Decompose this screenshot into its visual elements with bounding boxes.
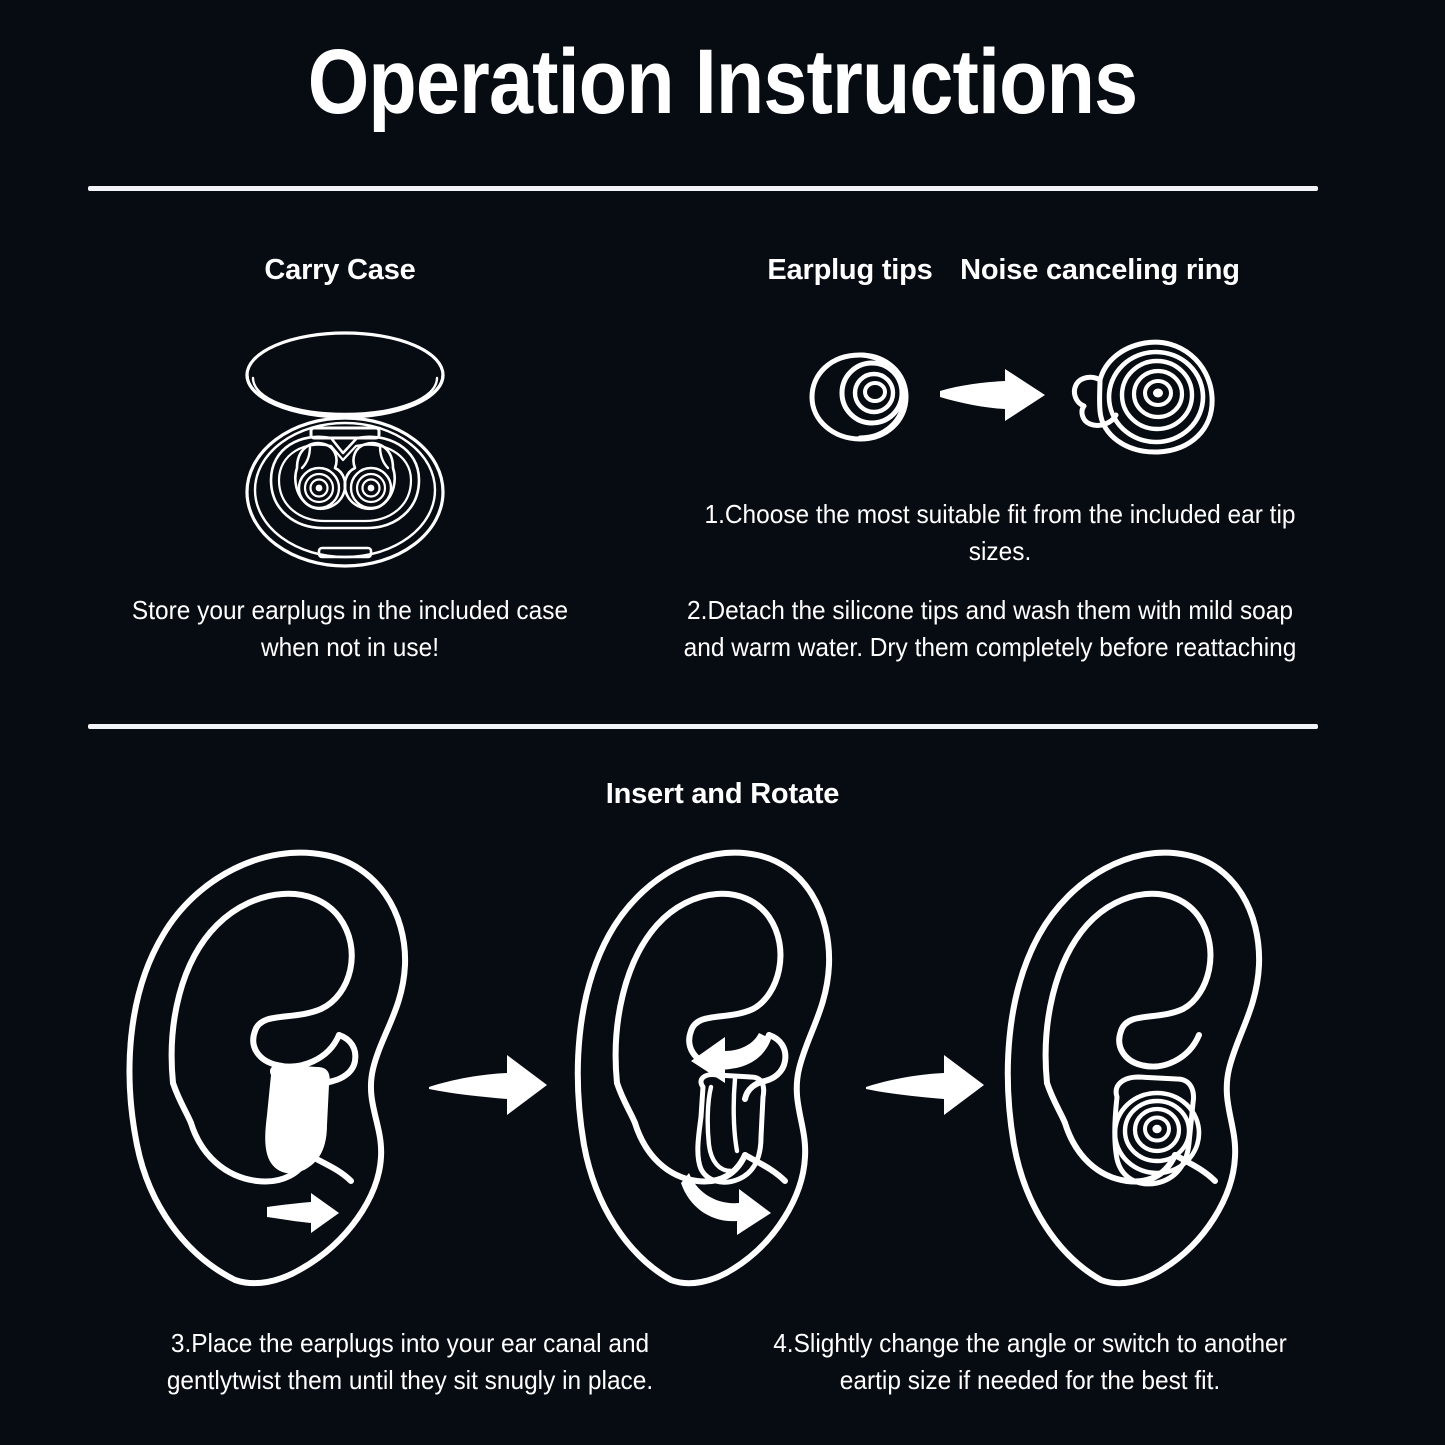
caption-carry-case: Store your earplugs in the included case… xyxy=(131,595,569,662)
earplug-tips-illustration xyxy=(800,325,1220,460)
heading-noise-canceling-ring: Noise canceling ring xyxy=(960,254,1240,286)
ear-illustration-seated xyxy=(995,825,1285,1287)
right-arrow-icon-1 xyxy=(425,1045,550,1125)
caption-step-3: 3.Place the earplugs into your ear canal… xyxy=(166,1328,654,1395)
ear-illustration-insert xyxy=(115,825,445,1287)
heading-carry-case: Carry Case xyxy=(264,254,416,286)
heading-earplug-tips: Earplug tips xyxy=(767,254,933,286)
divider-top xyxy=(88,186,1318,191)
caption-step-2: 2.Detach the silicone tips and wash them… xyxy=(683,595,1297,662)
caption-step-1: 1.Choose the most suitable fit from the … xyxy=(704,499,1296,566)
right-arrow-icon-2 xyxy=(862,1045,987,1125)
page-title: Operation Instructions xyxy=(307,31,1138,133)
caption-step-4: 4.Slightly change the angle or switch to… xyxy=(773,1328,1287,1395)
carry-case-illustration xyxy=(215,320,475,570)
divider-middle xyxy=(88,724,1318,729)
noise-canceling-ring-icon xyxy=(1071,339,1215,455)
silicone-tip-icon xyxy=(809,352,909,442)
heading-insert-and-rotate: Insert and Rotate xyxy=(605,778,840,810)
right-arrow-icon xyxy=(940,369,1045,421)
ear-illustration-rotate xyxy=(565,825,855,1287)
